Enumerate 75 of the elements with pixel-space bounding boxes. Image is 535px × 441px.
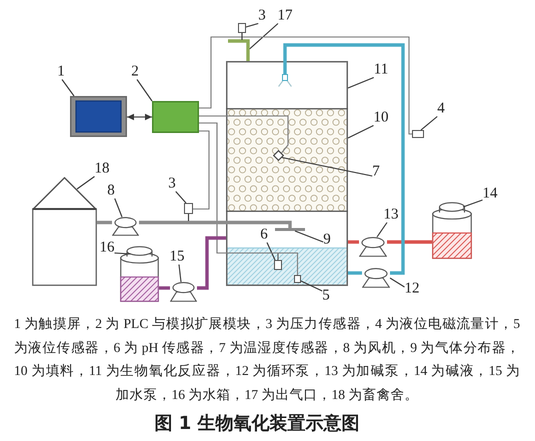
leader-line — [282, 156, 372, 177]
signal-wire — [193, 130, 210, 210]
controller-box — [152, 101, 199, 133]
callout-number: 8 — [107, 184, 115, 198]
pipe — [387, 240, 432, 244]
pump-symbol — [362, 268, 390, 288]
leader-line — [76, 176, 95, 190]
figure-caption: 图 1 生物氧化装置示意图 — [154, 413, 360, 435]
signal-wire — [199, 115, 289, 154]
callout-number: 14 — [482, 186, 498, 202]
callout-number: 6 — [260, 228, 268, 242]
pump-symbol — [112, 217, 139, 236]
double-arrow — [127, 114, 152, 120]
packing-layer — [226, 108, 348, 212]
leader-line — [114, 198, 123, 218]
leader-line — [246, 22, 258, 28]
callout-number: 11 — [374, 62, 388, 78]
callout-number: 7 — [372, 164, 380, 180]
reactor-vessel — [226, 61, 348, 286]
sensor-diamond — [273, 150, 284, 161]
pipe — [197, 236, 226, 290]
sensor-box — [238, 23, 246, 33]
leader-line — [178, 264, 182, 282]
callout-number: 1 — [57, 64, 65, 80]
spray-nozzle — [278, 74, 292, 87]
pump-symbol — [170, 282, 197, 302]
callout-number: 12 — [404, 282, 420, 296]
callout-number: 13 — [384, 208, 398, 222]
callout-number: 2 — [131, 64, 139, 80]
sensor-box — [184, 203, 193, 214]
leader-line — [294, 230, 324, 243]
pipe — [97, 220, 112, 224]
callout-number: 3 — [258, 8, 266, 24]
tank — [432, 202, 472, 259]
pump-symbol — [359, 237, 387, 257]
callout-number: 9 — [323, 232, 331, 248]
building-outline — [32, 177, 97, 286]
callout-number: 4 — [437, 102, 445, 116]
sensor-box — [294, 275, 301, 283]
leader-line — [175, 191, 186, 204]
signal-wire — [199, 122, 298, 275]
callout-number: 5 — [322, 288, 330, 304]
leader-line — [300, 280, 322, 292]
leader-line — [136, 79, 152, 102]
pipe — [159, 286, 170, 290]
leader-line — [420, 116, 438, 130]
distributor-bar — [275, 228, 305, 231]
leader-line — [249, 23, 278, 50]
touch-screen — [70, 96, 127, 137]
leader-line — [114, 252, 132, 255]
sensor-stem — [188, 214, 190, 221]
callout-number: 10 — [374, 110, 388, 126]
leader-line — [348, 125, 374, 138]
callout-number: 16 — [100, 240, 114, 256]
sensor-box — [274, 253, 282, 270]
signal-wire — [199, 36, 412, 135]
sensor-stem — [241, 33, 243, 40]
pipe — [348, 271, 362, 275]
leader-line — [462, 199, 483, 208]
tank — [120, 246, 159, 302]
flow-meter — [412, 130, 424, 138]
pipe — [228, 39, 250, 61]
leader-line — [348, 77, 374, 88]
callout-number: 15 — [170, 250, 184, 264]
callout-number: 17 — [278, 8, 292, 24]
callout-number: 3 — [168, 176, 176, 192]
leader-line — [390, 278, 405, 288]
leader-line — [266, 242, 276, 260]
note-text: 1 为触摸屏，2 为 PLC 与模拟扩展模块，3 为压力传感器，4 为液位电磁流量计，5 为液位传感器，6 为 pH 传感器，7 为温湿度传感器，8 为风机，9 为气体分布器，10 为填料，11 为生物氧化反应器，12 为循环泵，13 为加碱泵，14 为碱液，15 为加水泵，16 为水箱，17 为出气口，18 为畜禽舍。 — [14, 315, 520, 404]
pipe — [348, 240, 359, 244]
pipe — [283, 43, 405, 275]
leader-line — [62, 79, 74, 96]
pipe — [139, 220, 292, 228]
callout-number: 18 — [94, 162, 110, 176]
leader-line — [376, 222, 388, 238]
